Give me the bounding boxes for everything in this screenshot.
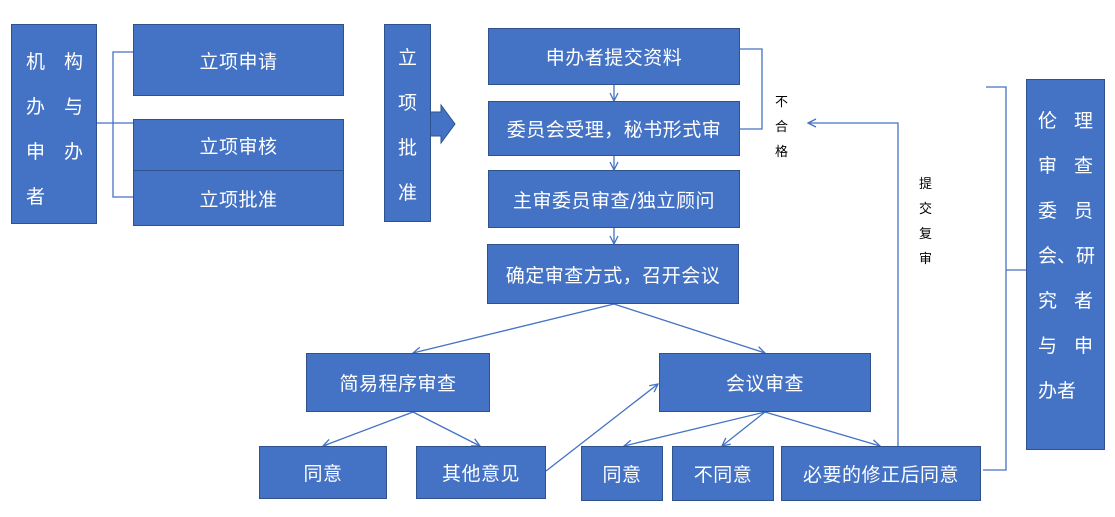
other-opinion-box: 其他意见: [416, 446, 546, 499]
agree-box-1: 同意: [259, 446, 387, 499]
right-char: 伦: [1038, 110, 1058, 132]
resubmit-note: 提 交 复 审: [919, 172, 932, 272]
project-approval-label: 立项批准: [199, 188, 278, 211]
submit-materials-label: 申办者提交资料: [545, 47, 683, 69]
disagree-box: 不同意: [672, 446, 774, 501]
project-application-box: 立项申请: [133, 24, 344, 96]
agree-box-2: 同意: [581, 446, 663, 501]
side-char: 者: [26, 186, 46, 208]
committee-accept-box: 委员会受理，秘书形式审: [488, 101, 740, 156]
right-char: 审: [1038, 155, 1058, 177]
note-char: 提: [919, 177, 933, 192]
right-char: 员: [1074, 200, 1094, 222]
side-char: 办: [64, 141, 84, 163]
right-char: 究: [1038, 290, 1058, 312]
approval-char: 批: [398, 137, 418, 159]
note-char: 复: [919, 227, 933, 242]
agree-label-1: 同意: [303, 463, 343, 485]
primary-reviewer-box: 主审委员审查/独立顾问: [488, 170, 740, 228]
primary-reviewer-label: 主审委员审查/独立顾问: [513, 189, 715, 212]
agree-label-2: 同意: [602, 464, 642, 486]
approval-char: 项: [398, 92, 418, 114]
right-char: 委: [1038, 200, 1058, 222]
institution-applicant-box: 机 构 办 与 申 办 者: [11, 24, 97, 224]
approval-vertical-box: 立 项 批 准: [384, 24, 431, 222]
amend-agree-label: 必要的修正后同意: [802, 464, 959, 486]
project-application-label: 立项申请: [199, 50, 278, 73]
note-char: 合: [775, 120, 789, 135]
side-char: 办: [26, 96, 46, 118]
simple-review-box: 简易程序审查: [306, 353, 490, 412]
review-method-label: 确定审查方式，召开会议: [505, 264, 721, 287]
right-char: 查: [1074, 155, 1094, 177]
note-char: 不: [775, 95, 789, 110]
submit-materials-box: 申办者提交资料: [488, 28, 740, 85]
meeting-review-label: 会议审查: [725, 373, 804, 395]
note-char: 格: [775, 145, 789, 160]
side-char: 机: [26, 51, 46, 73]
right-char: 申: [1074, 335, 1094, 357]
amend-agree-box: 必要的修正后同意: [781, 446, 981, 501]
note-char: 交: [919, 202, 933, 217]
right-char: 会、研: [1038, 245, 1096, 267]
side-char: 构: [64, 51, 84, 73]
right-char: 与: [1038, 335, 1058, 357]
simple-review-label: 简易程序审查: [339, 373, 457, 395]
right-char: 办者: [1038, 380, 1077, 402]
project-review-box: 立项审核: [133, 119, 344, 171]
approval-char: 准: [398, 182, 418, 204]
disagree-label: 不同意: [693, 464, 753, 486]
side-char: 与: [64, 96, 84, 118]
note-char: 审: [919, 252, 933, 267]
side-char: 申: [26, 141, 46, 163]
approval-char: 立: [398, 47, 418, 69]
project-review-label: 立项审核: [199, 135, 278, 158]
unqualified-note: 不 合 格: [775, 90, 788, 165]
committee-accept-label: 委员会受理，秘书形式审: [506, 119, 722, 141]
ethics-committee-box: 伦 理 审 查 委 员 会、研 究 者 与 申 办者: [1026, 79, 1105, 450]
other-opinion-label: 其他意见: [441, 463, 520, 485]
review-method-box: 确定审查方式，召开会议: [487, 244, 739, 304]
project-approval-box: 立项批准: [133, 170, 344, 226]
right-char: 者: [1074, 290, 1094, 312]
right-char: 理: [1074, 110, 1094, 132]
meeting-review-box: 会议审查: [659, 353, 871, 412]
